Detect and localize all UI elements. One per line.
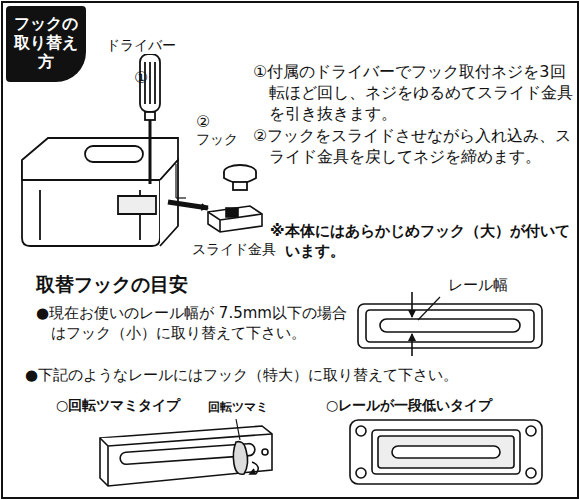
recessed-rail — [350, 420, 542, 484]
pull-arrow — [168, 202, 208, 208]
title-text: フックの取り替え方 — [14, 14, 78, 72]
bullet-text: ●現在お使いのレール幅が 7.5mm以下の場合はフック（小）に取り替えて下さい。 — [36, 304, 361, 343]
leader-lines — [176, 164, 186, 198]
part-name: 回転ツマミ — [206, 400, 270, 416]
callout-number: ① — [134, 68, 148, 89]
type-label: ○レールが一段低いタイプ — [326, 396, 492, 414]
part-name: ドライバー — [104, 36, 178, 54]
note: ※本体にはあらかじめフック（大）が付いています。 — [270, 222, 575, 261]
type-label: ○回転ツマミタイプ — [56, 396, 180, 414]
instruction-step: ①付属のドライバーでフック取付ネジを3回転ほど回し、ネジをゆるめてスライド金具を… — [253, 62, 575, 124]
section-heading: 取替フックの目安 — [36, 272, 188, 297]
title-badge: フックの取り替え方 — [6, 6, 86, 82]
part-name: フック — [194, 130, 240, 148]
rail-width-diagram — [358, 292, 542, 356]
instruction-step: ②フックをスライドさせながら入れ込み、スライド金具を戻してネジを締めます。 — [253, 126, 575, 168]
bullet-text: ●下記のようなレールにはフック（特大）に取り替えて下さい。 — [25, 366, 575, 386]
part-name: スライド金具 — [190, 240, 278, 258]
slide-fitting — [208, 206, 262, 232]
knob-rail — [100, 419, 272, 486]
hanger-body — [22, 138, 178, 246]
dimension-label: レール幅 — [446, 276, 510, 296]
hook-part — [224, 165, 256, 190]
